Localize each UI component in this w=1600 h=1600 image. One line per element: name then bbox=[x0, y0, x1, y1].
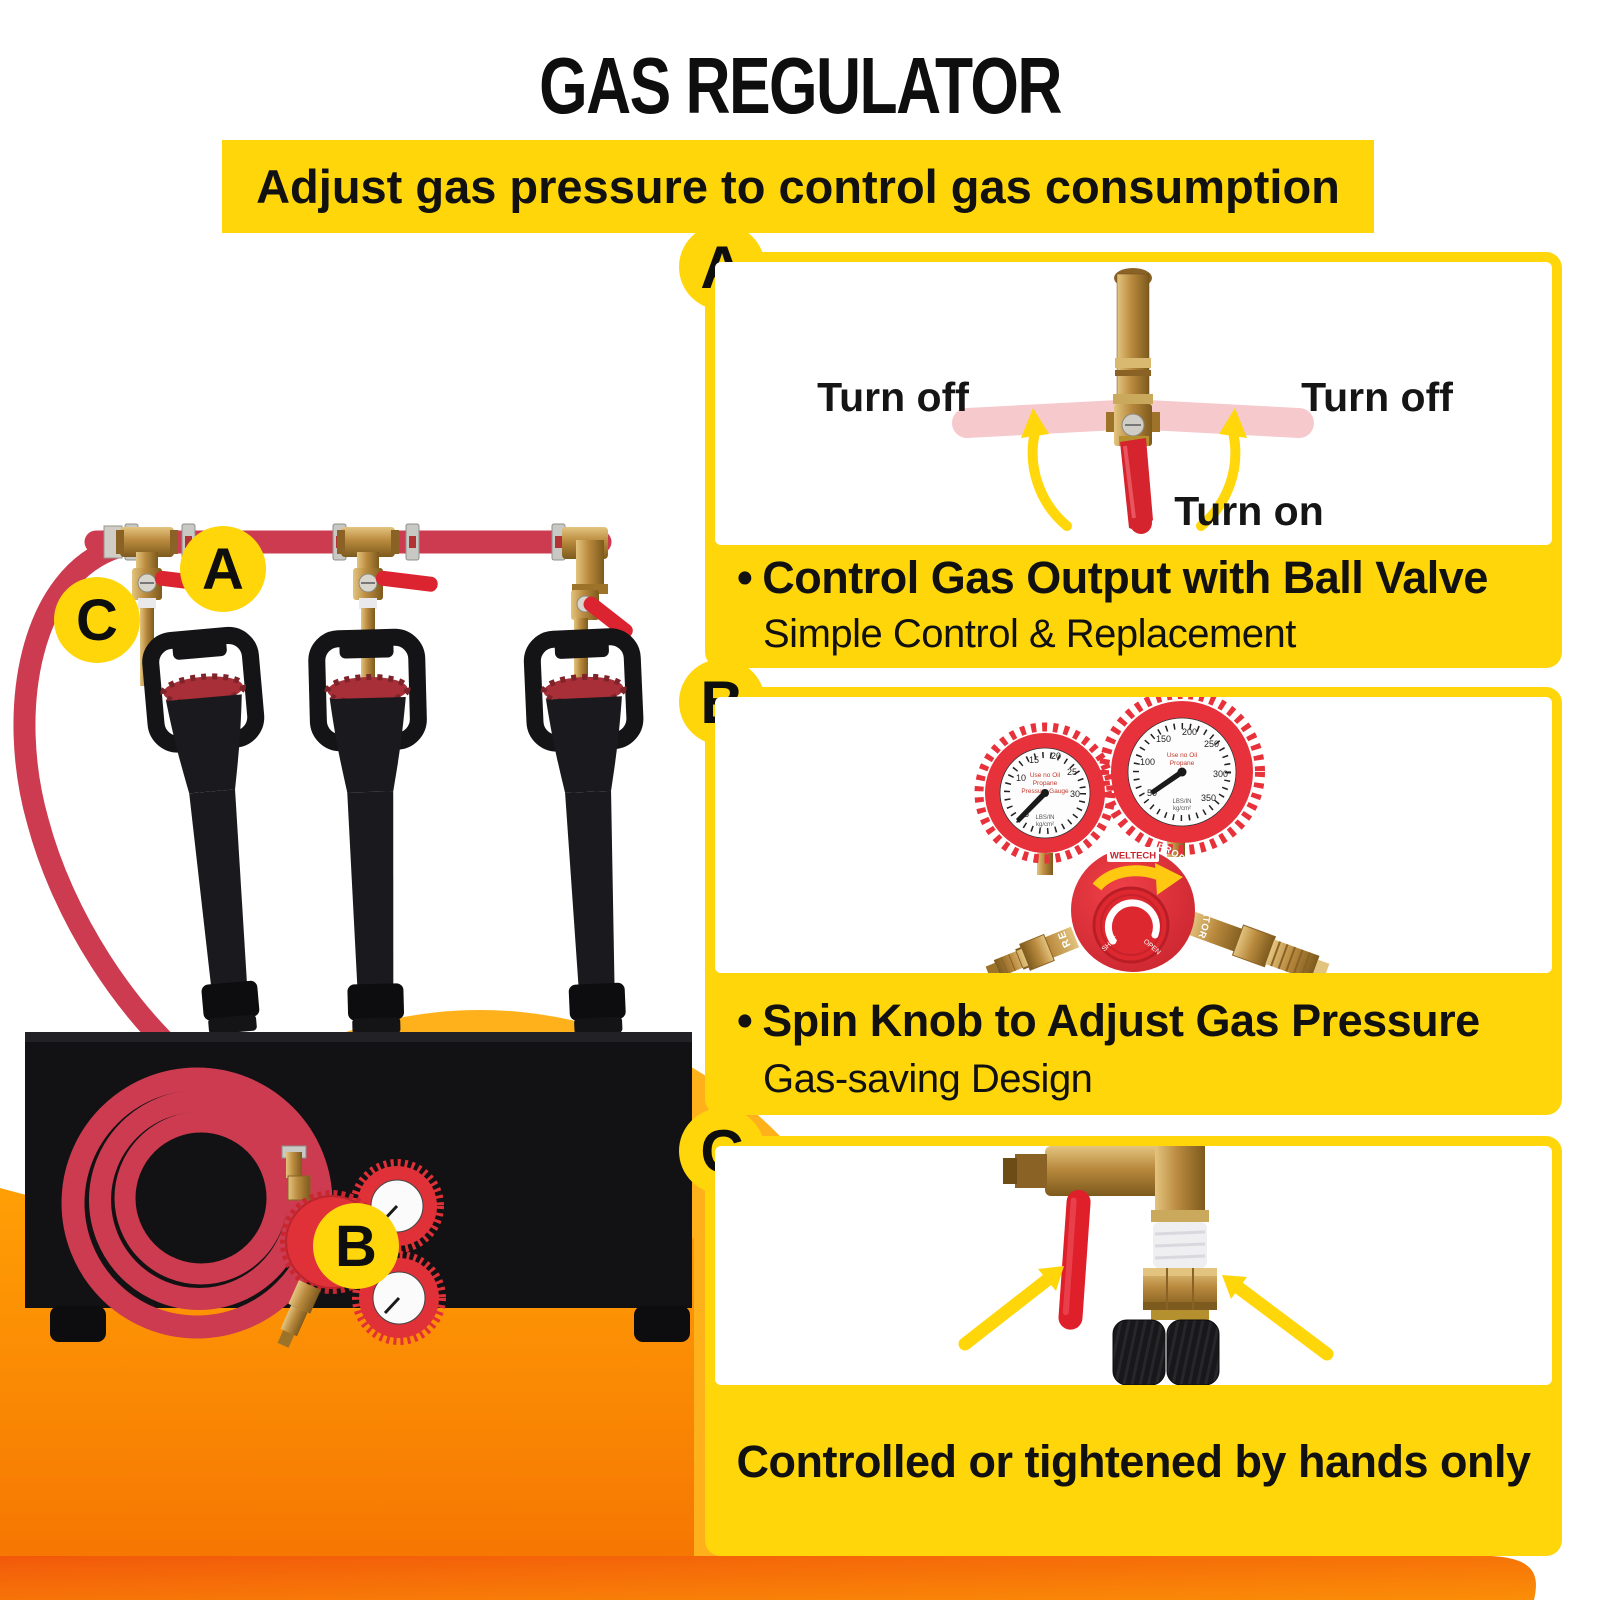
panel-b-photo-regulator: 5 10 15 20 25 30 Use no Oil Propane Pres… bbox=[715, 697, 1552, 973]
label-turn-on: Turn on bbox=[1174, 488, 1324, 534]
product-marker-c: C bbox=[54, 577, 140, 663]
gauge-num: 350 bbox=[1201, 793, 1216, 803]
hose-connection-illustration bbox=[958, 1146, 1334, 1385]
inlet-barb-fitting bbox=[985, 926, 1080, 973]
panel-a-subcaption: Simple Control & Replacement bbox=[763, 612, 1296, 656]
panel-c-photo-connection bbox=[715, 1146, 1552, 1385]
black-ribbed-hose bbox=[1112, 1319, 1220, 1385]
product-marker-b: B bbox=[313, 1203, 399, 1289]
brand-label: WELTECH bbox=[1110, 851, 1156, 862]
panel-hand-tighten: C bbox=[679, 1108, 1562, 1556]
regulator-illustration: 5 10 15 20 25 30 Use no Oil Propane Pres… bbox=[974, 697, 1330, 973]
subtitle-banner: Adjust gas pressure to control gas consu… bbox=[222, 140, 1374, 233]
gauge-face-text: Propane bbox=[1170, 760, 1195, 767]
outlet-thread-fitting bbox=[1186, 911, 1330, 973]
rotation-arrow-icons bbox=[1027, 427, 1241, 531]
red-valve-lever bbox=[1058, 1189, 1091, 1330]
gauge-face-text: Use no Oil bbox=[1030, 772, 1061, 779]
brass-tee-fittings bbox=[116, 527, 608, 594]
torch-burners bbox=[142, 626, 644, 1035]
gauge-num: 15 bbox=[1029, 755, 1039, 765]
valve-body bbox=[1045, 1146, 1170, 1196]
gauge-unit: LBS/IN bbox=[1172, 799, 1191, 805]
panel-regulator: B bbox=[679, 659, 1562, 1115]
bullet: • bbox=[737, 995, 753, 1046]
gauge-face-text: Propane bbox=[1033, 780, 1058, 787]
gauge-num: 200 bbox=[1182, 727, 1197, 737]
gauge-unit: kg/cm² bbox=[1036, 822, 1054, 828]
ball-valve-illustration bbox=[952, 268, 1314, 534]
gauge-num: 300 bbox=[1213, 769, 1228, 779]
brass-elbow bbox=[562, 527, 608, 594]
red-on-lever bbox=[1120, 438, 1153, 534]
product-regulator bbox=[277, 1145, 446, 1348]
faded-off-handles bbox=[952, 400, 1314, 438]
panel-b-caption-text: Spin Knob to Adjust Gas Pressure bbox=[762, 995, 1480, 1046]
panel-a-photo-ball-valve: Turn off Turn off Turn on bbox=[715, 262, 1552, 545]
gauge-unit: LBS/IN bbox=[1035, 815, 1054, 821]
taped-joint bbox=[1153, 1222, 1207, 1268]
gauge-num: 25 bbox=[1067, 767, 1077, 777]
gauge-face-text: Use no Oil bbox=[1167, 752, 1198, 759]
gauge-num: 30 bbox=[1070, 789, 1080, 799]
brass-hex-nut bbox=[1143, 1268, 1217, 1320]
bullet: • bbox=[737, 552, 753, 603]
gauge-num: 100 bbox=[1140, 757, 1155, 767]
page-title: GAS REGULATOR bbox=[539, 41, 1062, 130]
label-turn-off-right: Turn off bbox=[1301, 374, 1453, 420]
gauge-num: 10 bbox=[1016, 773, 1026, 783]
panel-ball-valve: A bbox=[679, 224, 1562, 668]
panel-a-caption-text: Control Gas Output with Ball Valve bbox=[762, 552, 1488, 603]
pointer-arrow-icons bbox=[958, 1266, 1334, 1361]
product-marker-a: A bbox=[180, 526, 266, 612]
gauge-num: 20 bbox=[1051, 751, 1061, 761]
low-pressure-gauge: 5 10 15 20 25 30 Use no Oil Propane Pres… bbox=[974, 722, 1116, 864]
panel-b-caption: •Spin Knob to Adjust Gas Pressure bbox=[737, 995, 1542, 1047]
panel-a-caption: •Control Gas Output with Ball Valve bbox=[737, 552, 1542, 604]
panel-c-caption: Controlled or tightened by hands only bbox=[736, 1436, 1531, 1487]
gauge-num: 250 bbox=[1204, 739, 1219, 749]
backdrop-orange-band bbox=[0, 1556, 1536, 1600]
gauge-num: 150 bbox=[1156, 734, 1171, 744]
panel-b-subcaption: Gas-saving Design bbox=[763, 1057, 1093, 1101]
spin-arrow-icon bbox=[1092, 865, 1166, 891]
regulator-body: REGULATOR PROPAN REGULATOR WELTECH SHUT … bbox=[1052, 841, 1211, 972]
gauge-unit: kg/cm² bbox=[1173, 806, 1191, 812]
high-pressure-gauge: 50 100 150 200 250 300 350 Use no Oil Pr… bbox=[1099, 697, 1265, 855]
label-turn-off-left: Turn off bbox=[817, 374, 969, 420]
